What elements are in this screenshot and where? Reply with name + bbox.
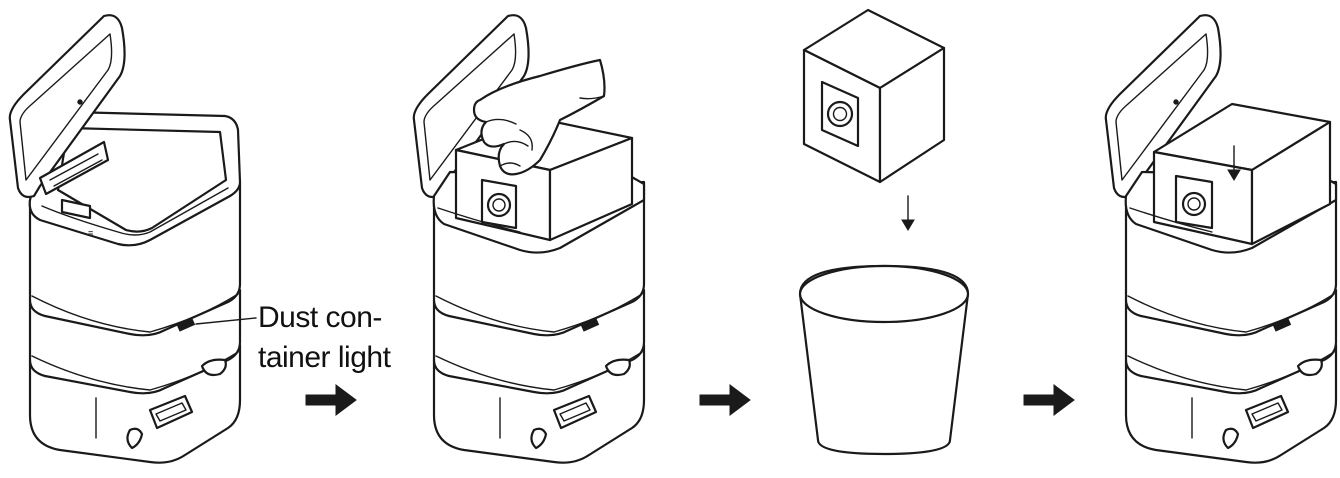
arrow-down-icon: [901, 195, 915, 231]
dust-bag-icon: [802, 8, 946, 184]
station-step-2: [412, 14, 646, 464]
svg-text:≡: ≡: [88, 228, 93, 238]
arrow-right-icon: [305, 384, 357, 416]
hand-icon: [472, 58, 606, 176]
arrow-down-icon: [1227, 145, 1241, 181]
station-step-1: ≡: [8, 14, 242, 464]
arrow-right-icon: [699, 384, 751, 416]
station-step-4: [1104, 14, 1338, 464]
trash-bin-icon: [798, 264, 970, 456]
callout-leader-line: [195, 317, 257, 325]
arrow-right-icon: [1023, 384, 1075, 416]
dust-container-light-label: Dust con- tainer light: [258, 301, 391, 374]
